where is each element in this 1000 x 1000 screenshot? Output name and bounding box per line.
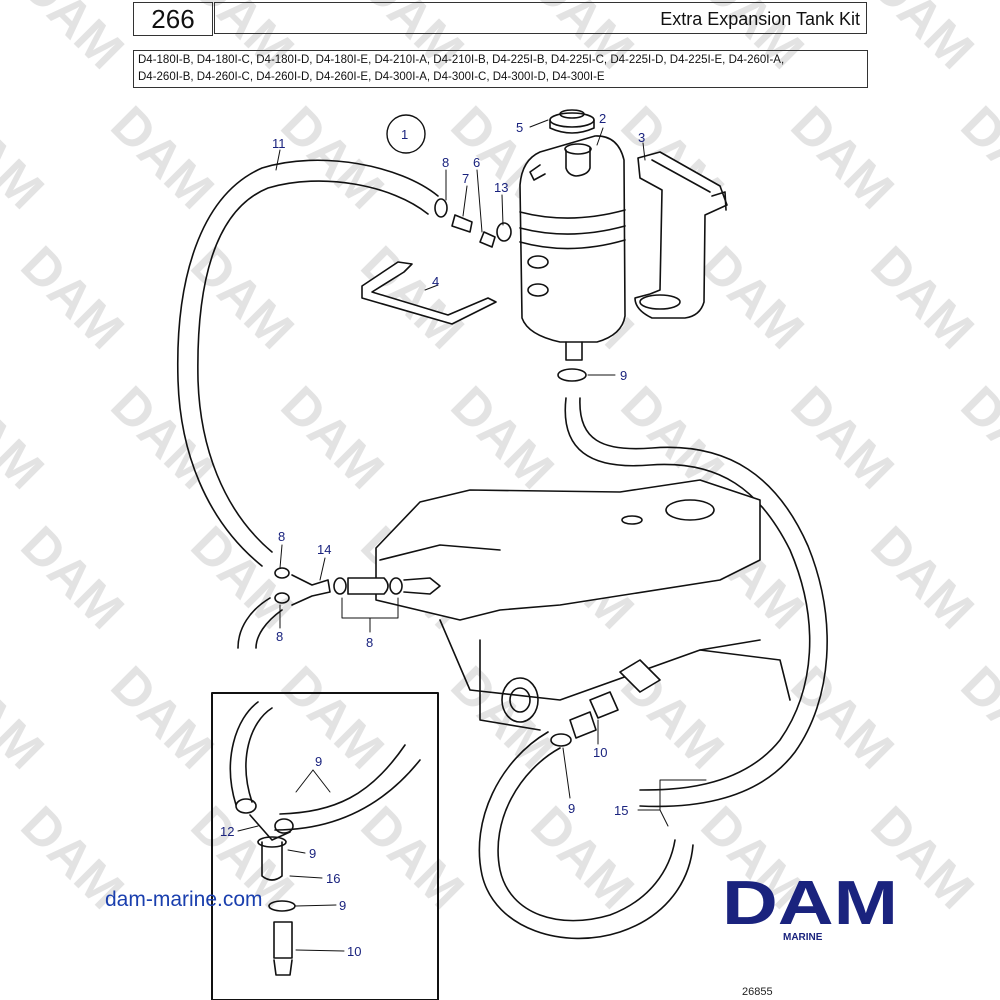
page-title: Extra Expansion Tank Kit (214, 2, 867, 34)
expansion-tank-2 (519, 135, 626, 361)
callout-circle-1 (386, 114, 426, 154)
callout-2: 2 (599, 111, 606, 126)
cap-5 (549, 109, 595, 134)
callout-13: 13 (494, 180, 508, 195)
hose-11 (176, 159, 439, 567)
callout-16: 16 (326, 871, 340, 886)
fittings-top (434, 198, 512, 248)
callout-4: 4 (432, 274, 439, 289)
model-list-line-1: D4-180I-B, D4-180I-C, D4-180I-D, D4-180I… (138, 54, 785, 66)
detail-inset (211, 692, 439, 1000)
callout-6: 6 (473, 155, 480, 170)
callout-8-clamps: 8 (366, 635, 373, 650)
website-url: dam-marine.com (105, 888, 263, 911)
fittings-right (550, 368, 661, 747)
callouts: 1 2 3 4 5 6 7 8 8 8 8 9 9 9 9 9 10 10 11… (220, 111, 645, 959)
document-number: 26855 (742, 986, 773, 998)
callout-7: 7 (462, 171, 469, 186)
callout-8-top: 8 (442, 155, 449, 170)
callout-3: 3 (638, 130, 645, 145)
callout-1: 1 (401, 127, 408, 142)
callout-11: 11 (272, 136, 286, 151)
callout-9-inset-low: 9 (339, 898, 346, 913)
strap-4 (361, 261, 497, 325)
callout-9-inset-top: 9 (315, 754, 322, 769)
model-list: D4-180I-B, D4-180I-C, D4-180I-D, D4-180I… (133, 50, 868, 88)
callout-12: 12 (220, 824, 234, 839)
header: 266 Extra Expansion Tank Kit D4-180I-B, … (0, 0, 1000, 100)
callout-8-tee-upper: 8 (278, 529, 285, 544)
callout-10-right: 10 (593, 745, 607, 760)
callout-10-inset: 10 (347, 944, 361, 959)
dam-marine-logo: DAM (722, 869, 898, 938)
hose-main-loop (478, 397, 828, 940)
callout-8-tee-lower: 8 (276, 629, 283, 644)
logo-subtitle: MARINE (783, 932, 823, 943)
bracket-3 (634, 151, 728, 319)
logo-text: DAM (722, 869, 898, 938)
model-list-line-2: D4-260I-B, D4-260I-C, D4-260I-D, D4-260I… (138, 71, 605, 83)
leader-lines (275, 119, 707, 827)
engine-block (375, 479, 791, 731)
callout-15: 15 (614, 803, 628, 818)
callout-9-inset-mid: 9 (309, 846, 316, 861)
callout-5: 5 (516, 120, 523, 135)
callout-9-tank: 9 (620, 368, 627, 383)
callout-9-right: 9 (568, 801, 575, 816)
page-number: 266 (133, 2, 213, 36)
tee-fitting-14 (274, 567, 441, 606)
callout-14: 14 (317, 542, 331, 557)
hose-lower-left (237, 597, 283, 649)
